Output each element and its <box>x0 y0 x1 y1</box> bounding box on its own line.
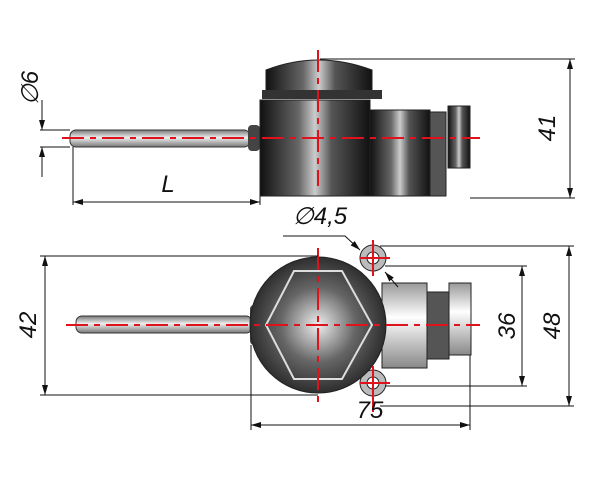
cap-ring <box>262 90 382 99</box>
hole-diameter-label: ∅4,5 <box>293 203 348 230</box>
top-view: ∅6 L 41 <box>17 50 575 205</box>
flange-height-label: 48 <box>539 312 566 339</box>
probe-diameter-label: ∅6 <box>17 70 44 105</box>
head-neck <box>369 109 431 197</box>
nut <box>448 282 472 356</box>
head-diameter-label: 42 <box>15 312 42 339</box>
height-label: 41 <box>534 115 561 142</box>
hex-cap <box>265 59 373 92</box>
hole-spacing-label: 36 <box>494 312 521 339</box>
overall-length-label: 75 <box>357 397 384 424</box>
front-view: 42 36 48 75 ∅4,5 <box>15 203 574 430</box>
probe-length-label: L <box>161 171 174 198</box>
head-body <box>259 99 371 197</box>
thread <box>429 111 447 197</box>
